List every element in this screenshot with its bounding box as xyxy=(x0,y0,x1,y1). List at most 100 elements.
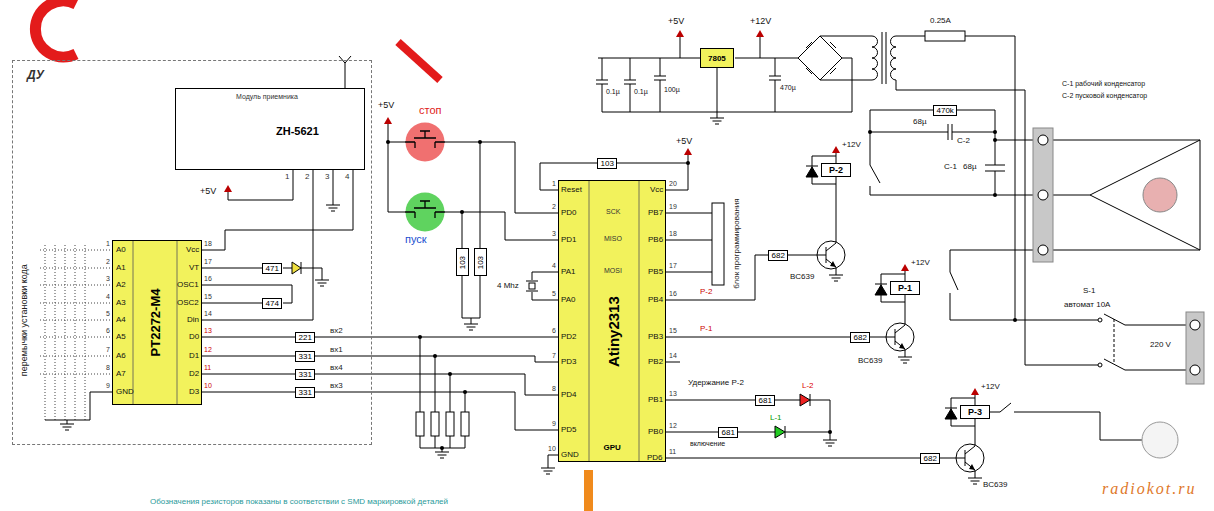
pin-label: PB5 xyxy=(648,267,663,276)
wire xyxy=(202,374,295,375)
pin-number: 1 xyxy=(285,172,289,181)
supply-arrow xyxy=(832,146,840,153)
supply-label: +5V xyxy=(200,186,216,196)
part-value: 331 xyxy=(299,388,312,397)
relay-label: P-3 xyxy=(968,407,982,417)
pin-label: A1 xyxy=(116,263,126,272)
note: С-2 пусковой конденсатор xyxy=(1062,92,1147,100)
wire xyxy=(891,36,897,80)
resistor-symbol: 471 xyxy=(262,263,282,274)
pin-label: PB1 xyxy=(648,395,663,404)
pin-label: GND xyxy=(116,387,134,396)
pin-number: 16 xyxy=(204,275,212,283)
pin-label: Reset xyxy=(561,185,582,194)
note: включение xyxy=(690,440,725,448)
pin-number: 14 xyxy=(204,310,212,318)
module-caption: Модуль приемника xyxy=(236,93,298,101)
resistor-symbol: 103 xyxy=(474,248,487,276)
note: Удержание P-2 xyxy=(688,378,744,387)
pin-number: 10 xyxy=(204,382,212,390)
pin-number: 11 xyxy=(204,364,211,372)
component-symbol xyxy=(775,426,785,438)
pin-label: A2 xyxy=(116,280,126,289)
part-value: 4 Mhz xyxy=(497,281,519,290)
pin-number: 19 xyxy=(669,203,677,211)
signal-label: P-2 xyxy=(700,287,712,296)
supply-arrow xyxy=(756,30,764,37)
pin-number: 18 xyxy=(204,240,212,248)
component-symbol xyxy=(1143,178,1177,212)
part-value: 470k xyxy=(937,106,954,115)
resistor-symbol: 681 xyxy=(718,427,738,438)
ground-symbol xyxy=(60,118,982,484)
pin-number: 1 xyxy=(552,180,556,188)
pin-number: 14 xyxy=(669,352,677,360)
pin-label: PD2 xyxy=(561,332,577,341)
note: автомат 10А xyxy=(1064,300,1110,309)
pin-number: 11 xyxy=(669,448,676,456)
wire xyxy=(202,303,262,304)
junction-dot xyxy=(993,130,997,134)
wire xyxy=(315,356,558,362)
pin-number: 2 xyxy=(552,203,556,211)
pin-label: A7 xyxy=(116,369,126,378)
part-name: L-2 xyxy=(802,381,814,390)
component-symbol xyxy=(806,167,818,177)
watermark xyxy=(398,42,440,80)
button-label: пуск xyxy=(405,233,427,246)
ground-symbol xyxy=(968,478,982,484)
resistor-symbol: 682 xyxy=(920,453,940,464)
wire xyxy=(950,250,1033,320)
wire xyxy=(202,170,353,250)
wire xyxy=(1114,319,1115,364)
wire xyxy=(445,212,558,240)
part-value: 68µ xyxy=(913,117,927,126)
transistor-symbol xyxy=(950,444,984,478)
pin-number: 9 xyxy=(106,382,110,390)
pin-number: 2 xyxy=(305,172,309,181)
pin-number: 15 xyxy=(204,293,212,301)
pin-number: 13 xyxy=(669,390,677,398)
part-value: 681 xyxy=(759,396,772,405)
jumper-grid xyxy=(40,250,112,374)
component-symbol xyxy=(1038,245,1048,255)
button-symbol xyxy=(405,192,445,232)
wire xyxy=(728,394,830,440)
part-value: 0.1µ xyxy=(606,88,620,96)
chip-divider xyxy=(133,241,134,404)
supply-label: +5V xyxy=(676,136,692,146)
component-symbol xyxy=(292,262,301,274)
wire xyxy=(283,268,322,280)
part-value: 331 xyxy=(299,370,312,379)
button-label: стоп xyxy=(419,104,442,117)
component-symbol xyxy=(875,285,887,295)
pin-number: 8 xyxy=(552,385,556,393)
stop-button: стоп xyxy=(405,122,445,162)
component-symbol xyxy=(712,203,724,285)
wire xyxy=(870,110,1033,195)
pin-label: D3 xyxy=(189,387,199,396)
relay-coil: P-1 xyxy=(890,281,920,295)
wire xyxy=(666,213,712,362)
resistor-symbol: 221 xyxy=(295,332,315,343)
pin-label: PD1 xyxy=(561,235,577,244)
resistor-symbol: 331 xyxy=(295,351,315,362)
note: С-1 рабочий конденсатор xyxy=(1062,80,1145,88)
button-symbol xyxy=(405,201,445,218)
component-symbol xyxy=(1190,365,1200,375)
pin-number: 7 xyxy=(106,346,110,354)
start-button: пуск xyxy=(405,192,445,232)
resistor-symbol: 103 xyxy=(597,158,617,169)
resistor-symbol: 470k xyxy=(933,105,957,116)
pin-number: 5 xyxy=(552,290,556,298)
ground-symbol xyxy=(315,280,329,286)
resistor-symbol: 681 xyxy=(755,395,775,406)
receiver-module: Модуль приемникаZH-5621 xyxy=(175,88,365,170)
part-value: 221 xyxy=(299,333,312,342)
wire xyxy=(596,36,872,118)
junction-dot xyxy=(686,161,690,165)
wire xyxy=(315,337,558,338)
component-symbol xyxy=(431,412,439,436)
signal-label: вх3 xyxy=(330,381,343,390)
